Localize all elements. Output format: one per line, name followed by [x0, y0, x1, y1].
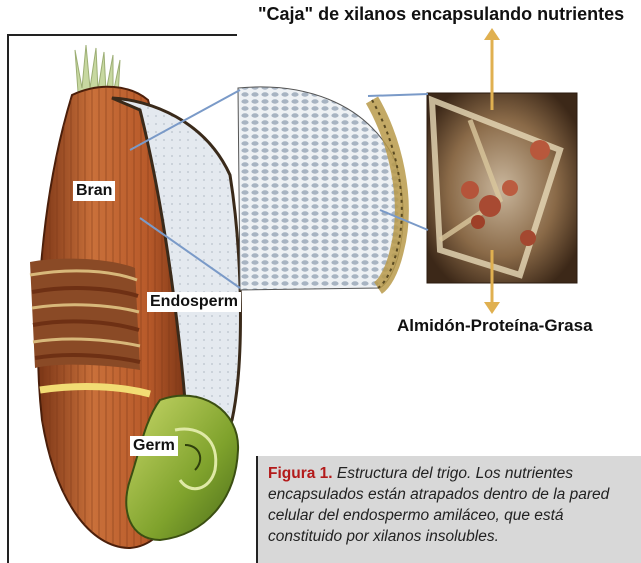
figure-caption: Figura 1. Estructura del trigo. Los nutr… — [256, 456, 641, 563]
germ-label: Germ — [130, 436, 178, 456]
xylan-cage-title: "Caja" de xilanos encapsulando nutriente… — [258, 4, 624, 25]
nutrients-title: Almidón-Proteína-Grasa — [397, 316, 593, 336]
magnified-endosperm — [238, 87, 403, 290]
endosperm-label: Endosperm — [147, 292, 241, 312]
micrograph-xylan-cage — [427, 93, 577, 283]
caption-figure-number: Figura 1. — [268, 465, 333, 482]
bran-label: Bran — [73, 181, 115, 201]
